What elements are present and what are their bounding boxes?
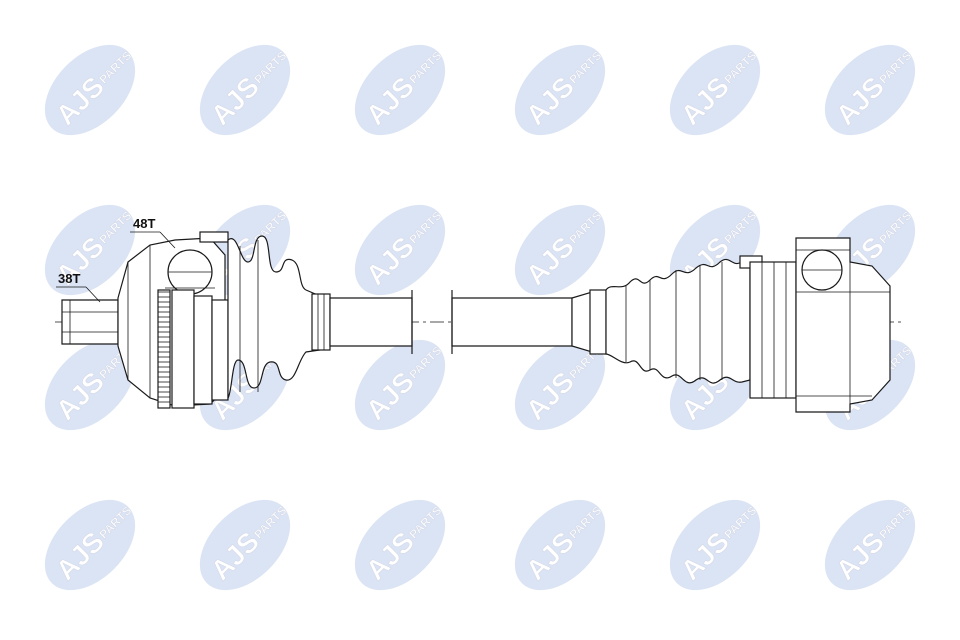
inner-cv-boot: [589, 255, 763, 384]
callout-48t: 48T: [130, 216, 176, 249]
inner-cv-joint: [749, 237, 891, 413]
outer-spline-label: 38T: [58, 271, 80, 286]
shaft: [329, 290, 593, 354]
abs-tone-ring: [158, 291, 170, 403]
abs-ring-label: 48T: [133, 216, 155, 231]
callout-38t: 38T: [56, 271, 101, 303]
outer-cv-boot: [227, 235, 331, 400]
outer-cv-joint: [61, 231, 229, 409]
